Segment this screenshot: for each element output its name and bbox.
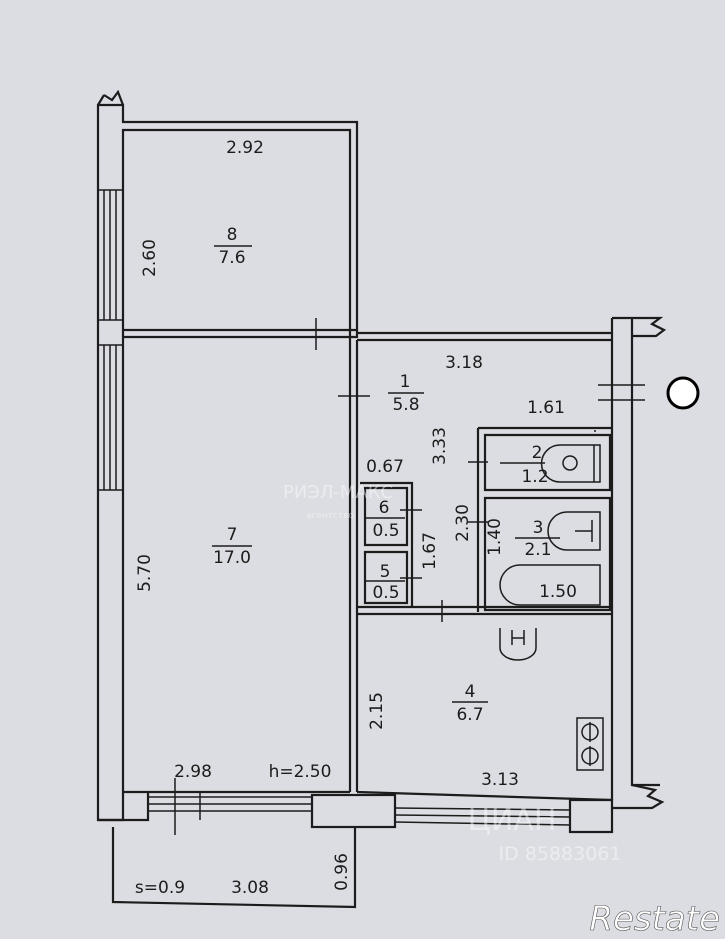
stove-icon (576, 717, 604, 771)
kitchen-sink-icon (499, 628, 537, 661)
room-2-area: 1.2 (521, 467, 548, 487)
agency-sub-watermark: агентство (306, 511, 354, 521)
room-3-area: 2.1 (524, 540, 551, 560)
toilet-bowl-icon (562, 455, 578, 471)
room-labels: 8 7.6 7 17.0 1 5.8 2 1.2 3 2.1 6 0.5 5 0… (212, 225, 560, 725)
dim-bath-depth-inner: 1.40 (485, 518, 505, 556)
agency-watermark: РИЭЛ-МАКС (283, 482, 393, 503)
dim-hall-width: 3.18 (445, 353, 483, 373)
dim-bath-depth-outer: 2.30 (453, 504, 473, 542)
dim-kitchen-depth: 2.15 (367, 692, 387, 730)
balcony-area: s=0.9 (135, 878, 185, 898)
room-1-area: 5.8 (392, 395, 419, 415)
room-6-number: 6 (379, 498, 390, 518)
listing-id-watermark: ID 85883061 (499, 843, 622, 865)
sink-icon (547, 511, 601, 551)
room-5-area: 0.5 (372, 583, 399, 603)
room-6-area: 0.5 (372, 521, 399, 541)
watermarks: РИЭЛ-МАКС агентство ЦИАН ID 85883061 Res… (283, 482, 720, 939)
room-1-number: 1 (400, 372, 411, 392)
dim-balcony-width: 3.08 (231, 878, 269, 898)
room-7-number: 7 (227, 525, 238, 545)
fixtures (499, 430, 604, 771)
dim-closet-width: 0.67 (366, 457, 404, 477)
room-2-number: 2 (532, 443, 543, 463)
room-3-number: 3 (533, 518, 544, 538)
dim-room7-width: 2.98 (174, 762, 212, 782)
room-4-number: 4 (465, 682, 476, 702)
room-5-number: 5 (380, 562, 391, 582)
walls (96, 89, 667, 909)
toilet-icon (540, 444, 601, 483)
cian-watermark: ЦИАН (468, 803, 557, 838)
marker-dot (666, 376, 700, 410)
restate-logo: Restate (589, 899, 720, 939)
dim-kitchen-width: 3.13 (481, 770, 519, 790)
dim-room8-depth: 2.60 (140, 239, 160, 277)
dim-closet-depth: 1.67 (420, 532, 440, 570)
dimension-labels: 2.92 2.60 5.70 2.98 h=2.50 3.18 3.33 1.6… (135, 138, 577, 898)
dim-room7-depth: 5.70 (135, 554, 155, 592)
room-8-area: 7.6 (218, 248, 245, 268)
dim-balcony-depth: 0.96 (332, 853, 352, 891)
room-7-area: 17.0 (213, 548, 251, 568)
dim-hall-depth: 3.33 (430, 427, 450, 465)
dim-room8-width: 2.92 (226, 138, 264, 158)
dim-bath-width: 1.61 (527, 398, 565, 418)
room-4-area: 6.7 (456, 705, 483, 725)
dim-tub-length: 1.50 (539, 582, 577, 602)
bathtub-icon (499, 564, 601, 606)
ceiling-height: h=2.50 (269, 762, 332, 782)
room-8-number: 8 (227, 225, 238, 245)
